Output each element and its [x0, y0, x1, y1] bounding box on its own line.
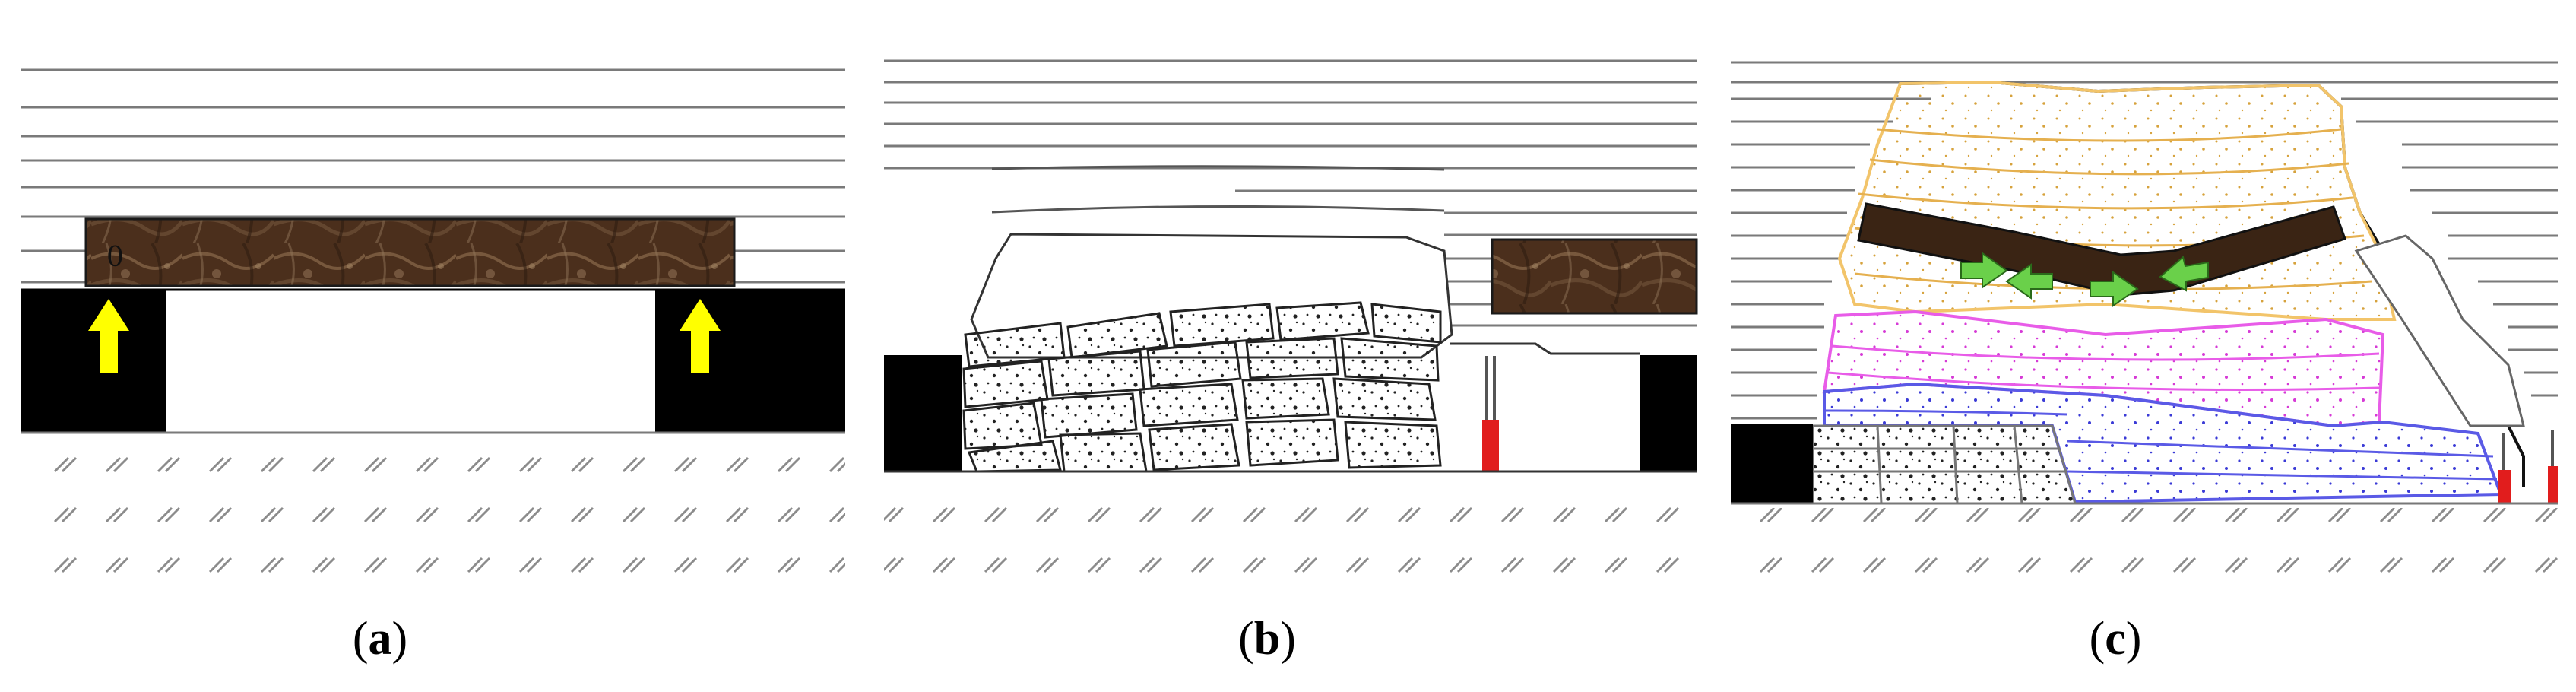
hydraulic-prop — [2548, 430, 2558, 503]
caved-blocks — [962, 301, 1442, 473]
green-arrow-icon — [2005, 263, 2053, 300]
caption-c: (c) — [2090, 613, 2142, 665]
left-support — [884, 355, 962, 471]
left-support — [21, 290, 166, 433]
right-support — [1640, 355, 1697, 471]
floor-hatching — [46, 450, 845, 587]
upward-arrow-icon — [88, 299, 129, 373]
floor-hatching — [1744, 508, 2558, 590]
lower-zone-blocks — [1823, 409, 2498, 481]
left-support — [1731, 424, 1813, 503]
middle-zone-blocks — [1827, 344, 2380, 391]
caved-broken-strata — [2354, 234, 2525, 427]
seam-label: 0 — [106, 242, 124, 273]
coal-seam — [1857, 202, 2346, 297]
green-arrow-icon — [2159, 256, 2209, 292]
coal-seam — [1491, 238, 1698, 315]
floor-hatching — [884, 485, 1697, 592]
panel-a: 0 (a) — [21, 68, 845, 665]
goaf-gray-zone — [1811, 424, 2077, 505]
hydraulic-prop — [2498, 433, 2511, 503]
roof-line — [1450, 342, 1640, 355]
caption-b: (b) — [1238, 613, 1296, 665]
hydraulic-prop — [1482, 356, 1499, 471]
green-arrow-icon — [2090, 271, 2139, 307]
panel-c: (c) — [1731, 61, 2558, 665]
separated-layer — [991, 205, 1445, 214]
right-support — [655, 290, 845, 433]
green-arrow-icon — [1960, 252, 2008, 289]
separated-layer — [991, 165, 1445, 171]
coal-seam — [84, 217, 736, 287]
upward-arrow-icon — [680, 299, 721, 373]
caption-a: (a) — [353, 613, 407, 665]
goaf-gray-blocks — [1813, 425, 2067, 504]
panel-b: (b) — [884, 59, 1698, 665]
